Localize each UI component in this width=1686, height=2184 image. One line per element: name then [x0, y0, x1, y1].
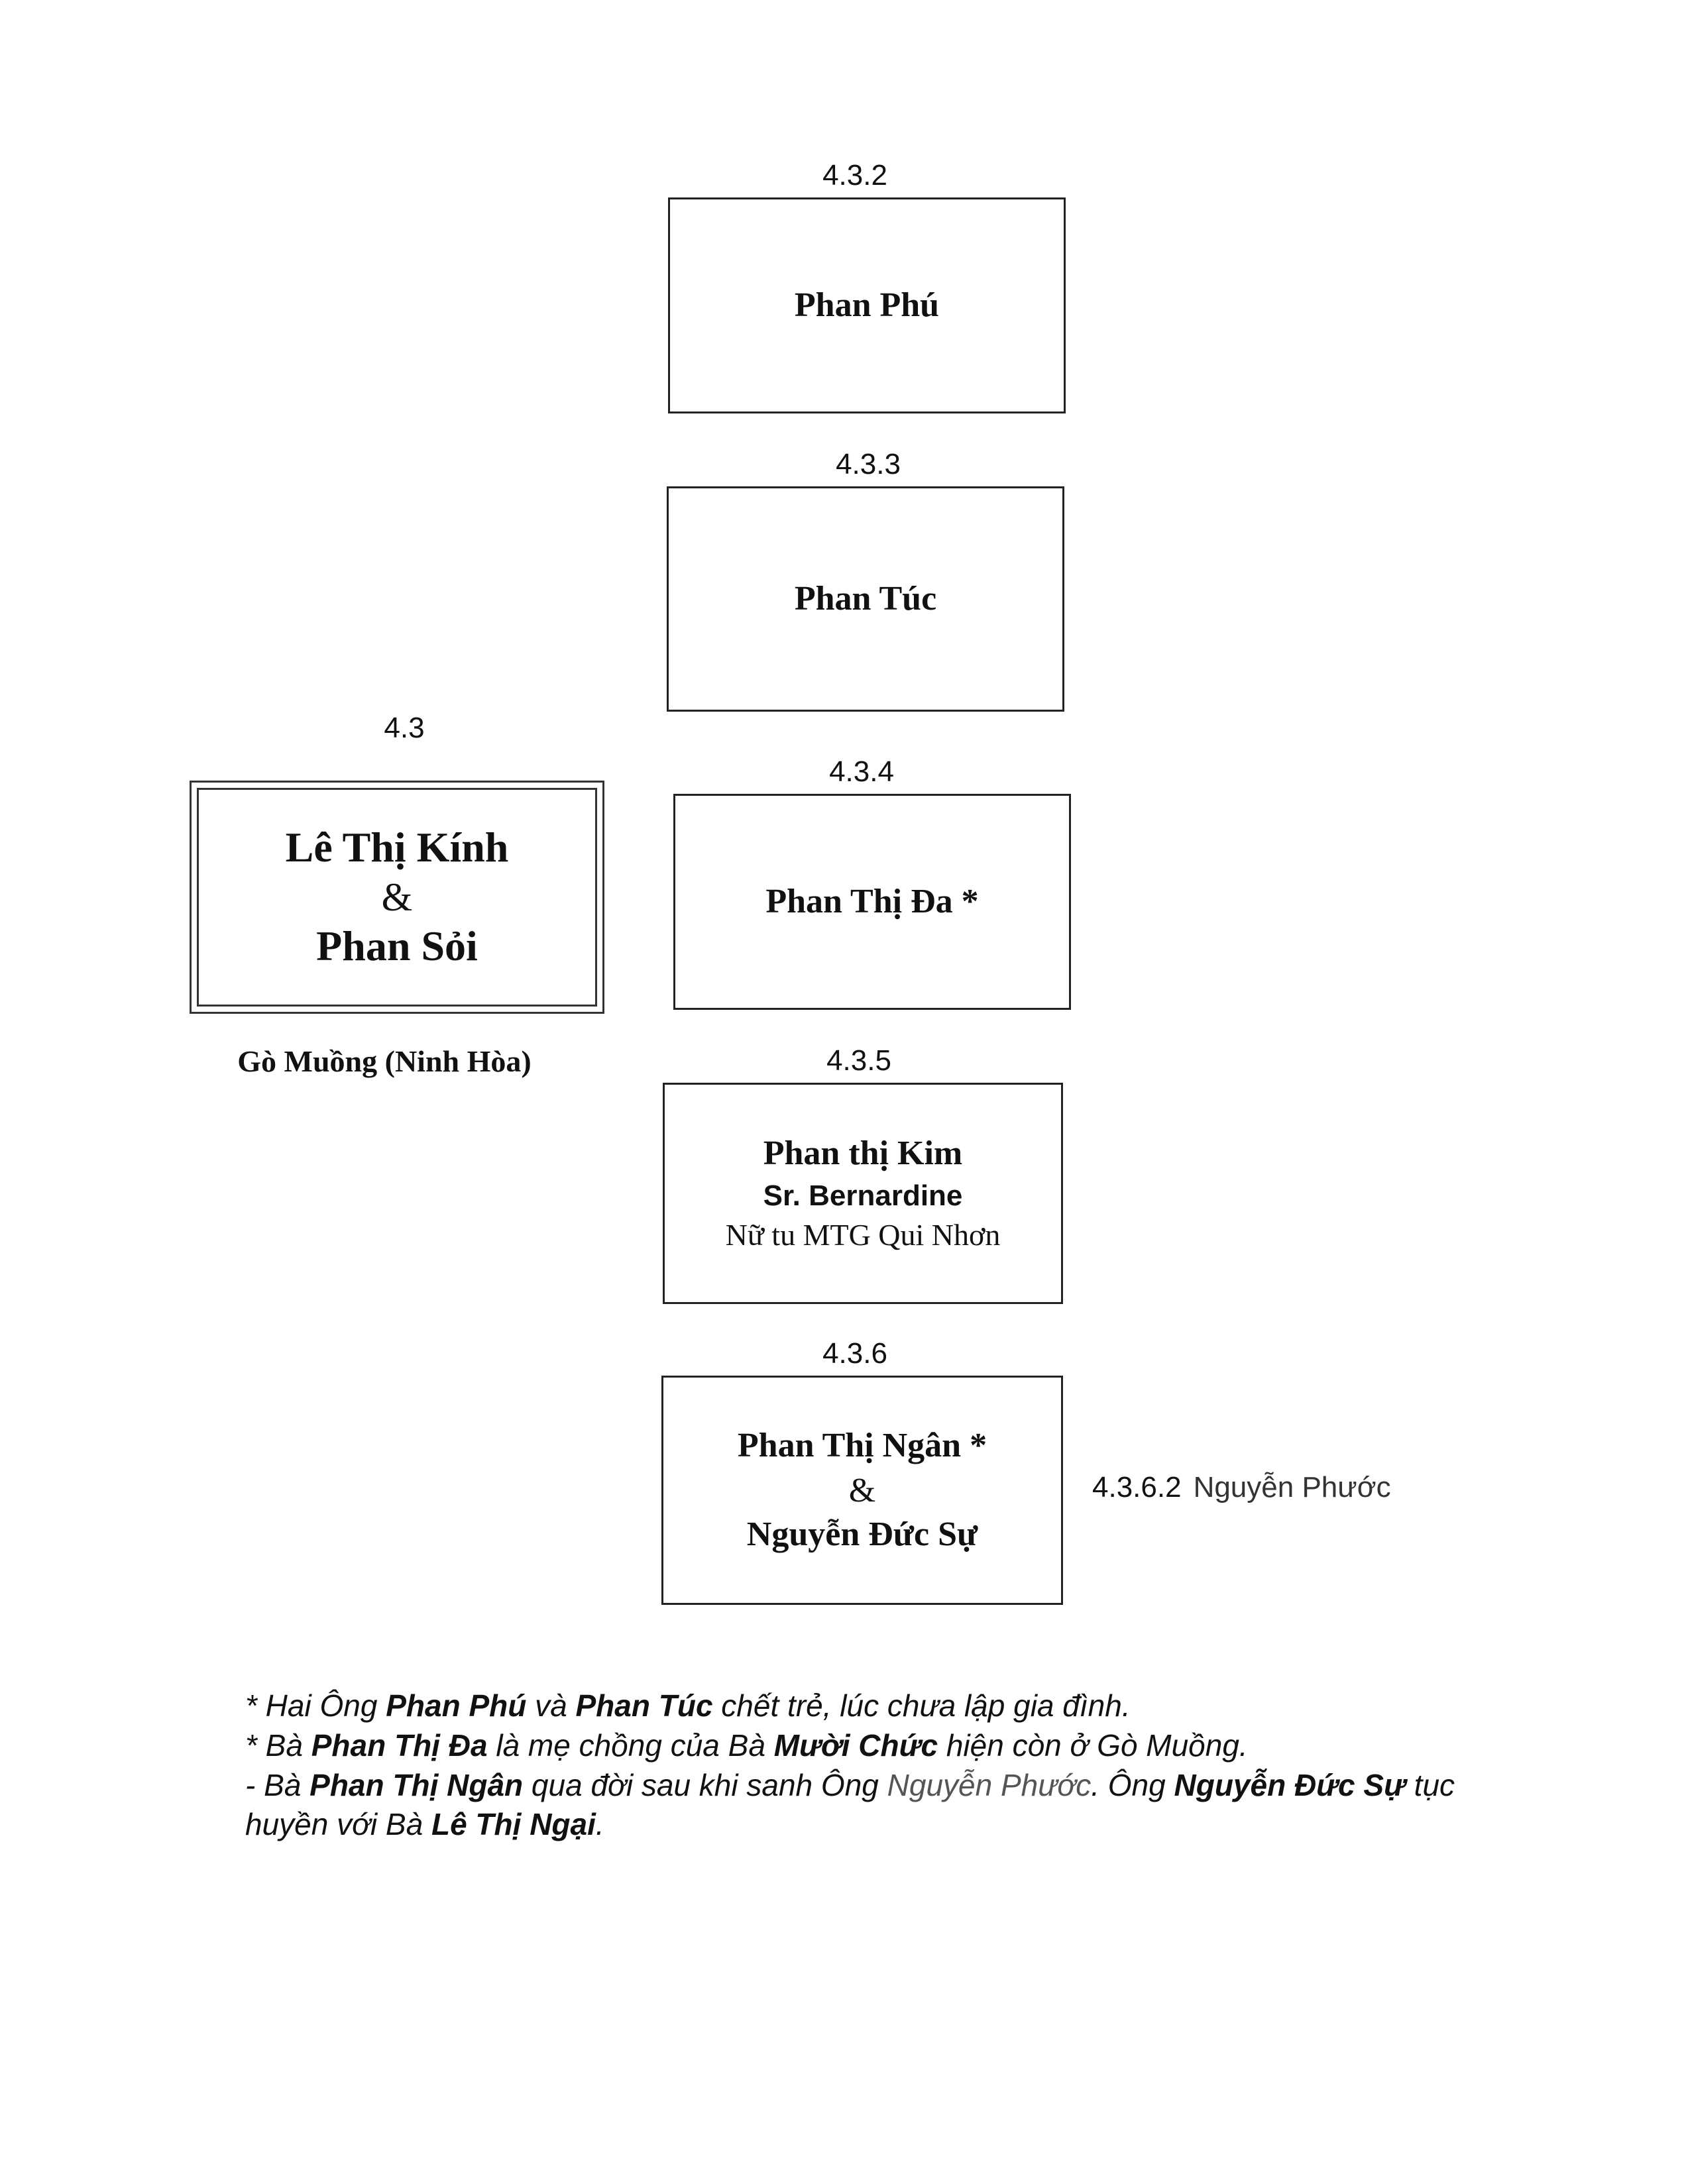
text: * Bà [245, 1727, 311, 1763]
ampersand: & [381, 875, 413, 919]
footnotes: * Hai Ông Phan Phú và Phan Túc chết trẻ,… [245, 1686, 1491, 1845]
node-id-4-3-2: 4.3.2 [822, 159, 887, 191]
person-name: Phan Thị Đa * [765, 882, 979, 920]
text: qua đời sau khi sanh Ông [523, 1767, 887, 1802]
node-id-4-3-4: 4.3.4 [829, 755, 894, 788]
person-name: Phan Thị Ngân * [737, 1426, 987, 1464]
child-id: 4.3.6.2 [1092, 1471, 1182, 1503]
text: tục huyền với Bà [245, 1767, 1455, 1842]
node-id-4-3-5: 4.3.5 [826, 1044, 891, 1077]
name-emphasis: Mười Chức [773, 1727, 938, 1763]
text: chết trẻ, lúc chưa lập gia đình. [712, 1688, 1131, 1723]
node-id-4-3: 4.3 [384, 712, 425, 744]
root-couple-inner-frame: Lê Thị Kính & Phan Sỏi [197, 788, 597, 1007]
ampersand: & [848, 1471, 876, 1509]
person-box-phan-phu: Phan Phú [668, 197, 1066, 413]
name-grey: Nguyễn Phước [887, 1767, 1092, 1802]
religious-name: Sr. Bernardine [763, 1179, 963, 1212]
root-spouse-name: Phan Sỏi [316, 922, 478, 969]
person-box-phan-thi-kim: Phan thị Kim Sr. Bernardine Nữ tu MTG Qu… [663, 1083, 1063, 1304]
name-emphasis: Phan Phú [386, 1688, 527, 1723]
footnote-line-2: * Bà Phan Thị Đa là mẹ chồng của Bà Mười… [245, 1726, 1491, 1766]
footnote-line-3: - Bà Phan Thị Ngân qua đời sau khi sanh … [245, 1766, 1491, 1845]
root-couple-box: Lê Thị Kính & Phan Sỏi [190, 781, 604, 1014]
spouse-name: Nguyễn Đức Sự [746, 1515, 978, 1553]
person-box-phan-thi-da: Phan Thị Đa * [673, 794, 1071, 1010]
text: - Bà [245, 1767, 310, 1802]
root-person-name: Lê Thị Kính [285, 824, 509, 871]
text: * Hai Ông [245, 1688, 386, 1723]
child-note-4-3-6-2: 4.3.6.2 Nguyễn Phước [1092, 1471, 1391, 1504]
name-emphasis: Phan Thị Ngân [309, 1767, 524, 1802]
person-name: Phan Túc [794, 579, 937, 618]
root-place: Gò Muồng (Ninh Hòa) [237, 1044, 532, 1078]
text: là mẹ chồng của Bà [487, 1727, 774, 1763]
text: và [526, 1688, 576, 1723]
person-box-phan-thi-ngan: Phan Thị Ngân * & Nguyễn Đức Sự [661, 1376, 1063, 1605]
node-id-4-3-3: 4.3.3 [836, 448, 901, 480]
text: . Ông [1091, 1767, 1174, 1802]
name-emphasis: Phan Túc [575, 1688, 713, 1723]
footnote-line-1: * Hai Ông Phan Phú và Phan Túc chết trẻ,… [245, 1686, 1491, 1726]
node-id-4-3-6: 4.3.6 [822, 1337, 887, 1370]
text: hiện còn ở Gò Muồng. [938, 1727, 1248, 1763]
person-name: Phan Phú [794, 286, 940, 324]
name-emphasis: Phan Thị Đa [311, 1727, 488, 1763]
name-emphasis: Lê Thị Ngại [431, 1807, 596, 1842]
person-note: Nữ tu MTG Qui Nhơn [725, 1217, 1001, 1252]
person-name: Phan thị Kim [763, 1134, 963, 1173]
name-emphasis: Nguyễn Đức Sự [1174, 1767, 1406, 1802]
child-name: Nguyễn Phước [1193, 1471, 1391, 1503]
person-box-phan-tuc: Phan Túc [667, 486, 1064, 712]
text: . [595, 1807, 604, 1842]
